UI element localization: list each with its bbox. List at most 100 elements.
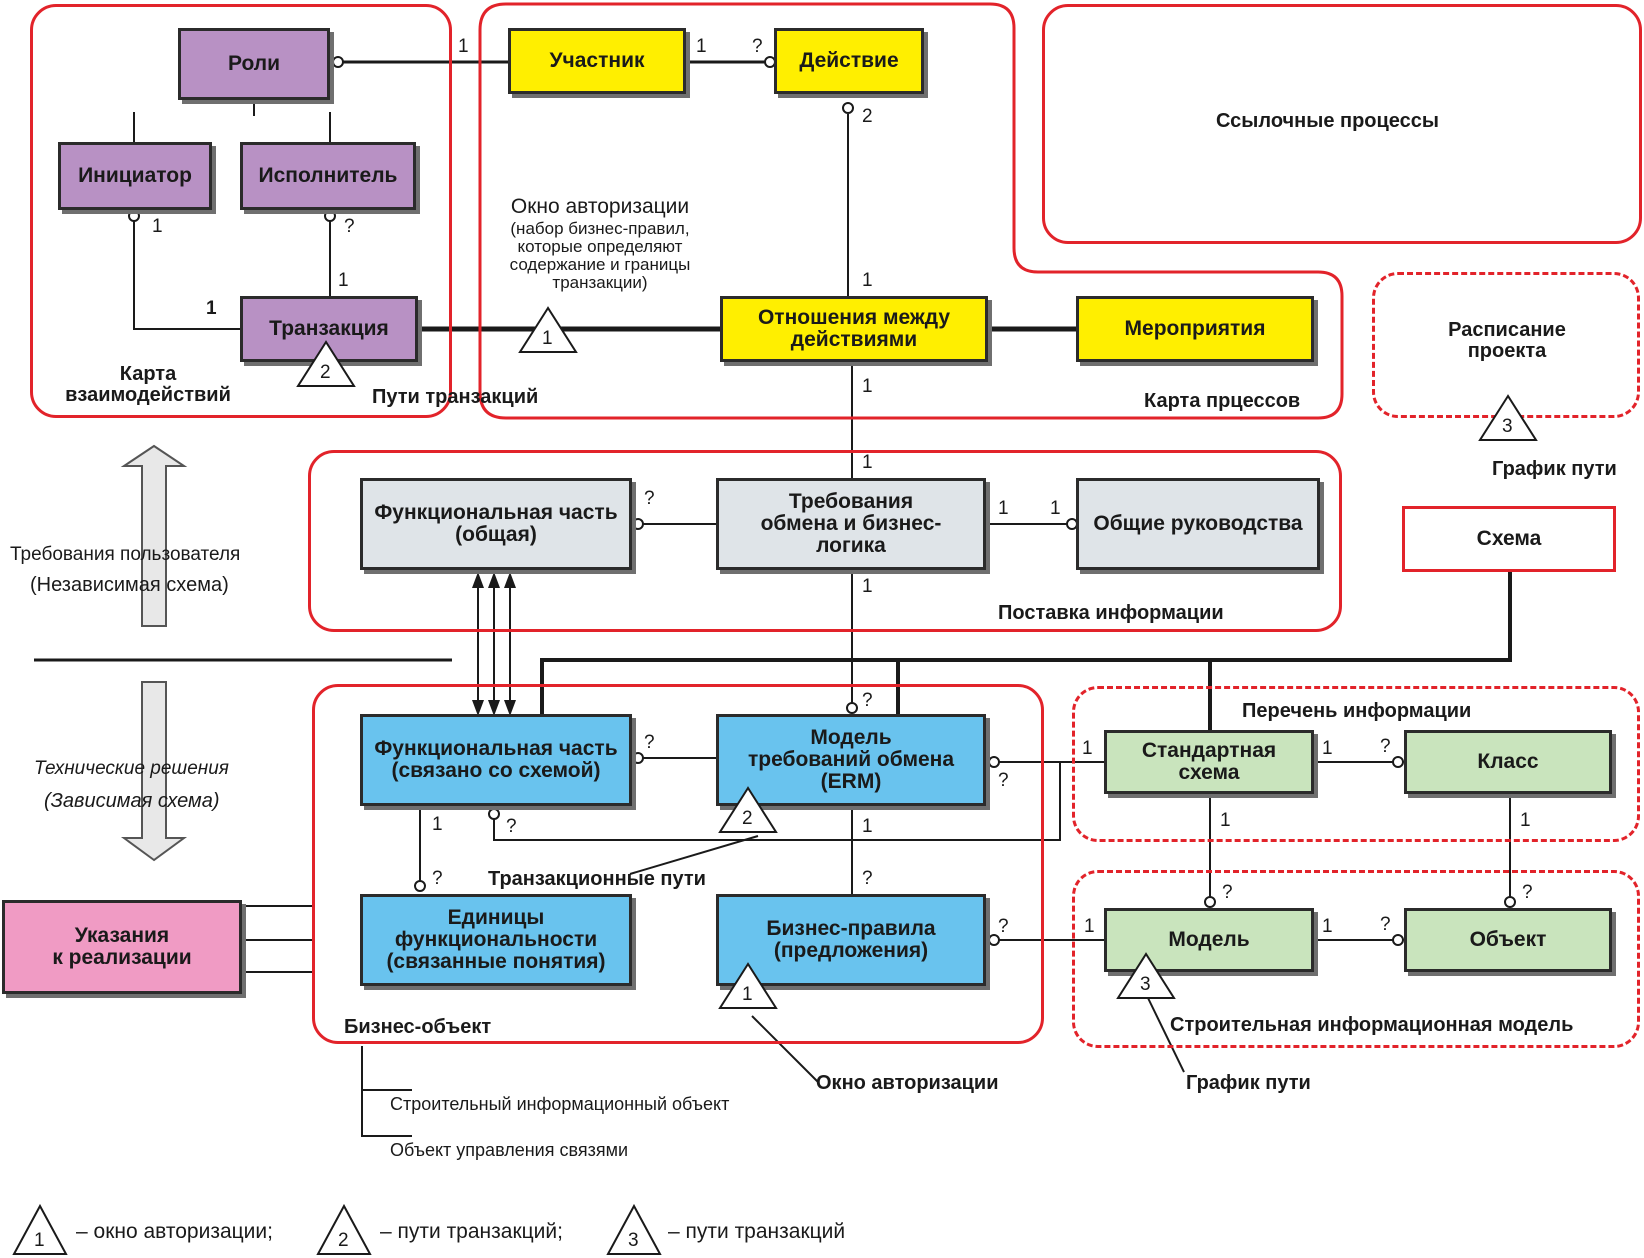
project-schedule-label: Расписание проекта bbox=[1448, 319, 1566, 362]
activities-box[interactable]: Мероприятия bbox=[1076, 296, 1314, 362]
triangle-schedule-top-num: 3 bbox=[1502, 416, 1513, 437]
functional-schema-box[interactable]: Функциональная часть (связано со схемой) bbox=[360, 714, 632, 806]
bim-label: Строительная информационная модель bbox=[1170, 1014, 1574, 1036]
information-supply-label: Поставка информации bbox=[998, 602, 1224, 624]
triangle-rules-num: 1 bbox=[742, 984, 753, 1005]
card-model-right-1: 1 bbox=[1322, 916, 1333, 937]
card-rules-right-q: ? bbox=[998, 916, 1009, 937]
region-information-supply bbox=[308, 450, 1342, 632]
card-units-q: ? bbox=[432, 868, 443, 889]
card-class-q: ? bbox=[1380, 736, 1391, 757]
interaction-map-label: Карта взаимодействий bbox=[65, 363, 231, 406]
standard-schema-box[interactable]: Стандартная схема bbox=[1104, 730, 1314, 794]
card-initiator-1: 1 bbox=[152, 216, 163, 237]
user-requirements-arrow bbox=[120, 444, 188, 627]
card-action-2: 2 bbox=[862, 106, 873, 127]
pointer-path-schedule bbox=[1147, 997, 1185, 1073]
implementation-guidance-box[interactable]: Указания к реализации bbox=[2, 900, 242, 994]
card-functional-general-q: ? bbox=[644, 488, 655, 509]
card-roles-1: 1 bbox=[458, 36, 469, 57]
legend-text-3: – пути транзакций bbox=[668, 1220, 846, 1243]
card-funcschema-bottom-1: 1 bbox=[432, 814, 443, 835]
link-initiator-transaction bbox=[133, 214, 240, 330]
building-info-object-label: Строительный информационный объект bbox=[390, 1094, 730, 1114]
link-management-object-label: Объект управления связями bbox=[390, 1140, 629, 1160]
link-funcschema-loop bbox=[493, 762, 1061, 841]
card-executor-1: 1 bbox=[338, 270, 349, 291]
pointer-transaction-paths bbox=[629, 835, 759, 875]
object-box[interactable]: Объект bbox=[1404, 908, 1612, 972]
region-information-list bbox=[1072, 686, 1640, 842]
executor-box[interactable]: Исполнитель bbox=[240, 142, 416, 210]
user-requirements-label: Требования пользователя bbox=[10, 544, 241, 565]
card-requirements-top-1: 1 bbox=[862, 452, 873, 473]
information-list-label: Перечень информации bbox=[1242, 700, 1472, 722]
functional-general-box[interactable]: Функциональная часть (общая) bbox=[360, 478, 632, 570]
model-box[interactable]: Модель bbox=[1104, 908, 1314, 972]
sync-arrows bbox=[477, 582, 511, 708]
region-process-map bbox=[478, 2, 1344, 420]
legend-num-3: 3 bbox=[628, 1230, 639, 1251]
triangle-auth-top-num: 1 bbox=[542, 328, 553, 349]
card-erm-top-q: ? bbox=[862, 690, 873, 711]
triangle-erm-num: 2 bbox=[742, 808, 753, 829]
participant-box[interactable]: Участник bbox=[508, 28, 686, 94]
card-standard-right-1: 1 bbox=[1322, 738, 1333, 759]
independent-schema-label: (Независимая схема) bbox=[30, 574, 229, 596]
auth-window-top-label: Окно авторизации bbox=[510, 195, 690, 218]
card-executor-q: ? bbox=[344, 216, 355, 237]
card-requirements-bottom-1: 1 bbox=[862, 576, 873, 597]
exchange-requirements-box[interactable]: Требования обмена и бизнес- логика bbox=[716, 478, 986, 570]
path-schedule-bottom-label: График пути bbox=[1186, 1072, 1311, 1094]
card-standard-left-1: 1 bbox=[1082, 738, 1093, 759]
card-relations-top-1: 1 bbox=[862, 270, 873, 291]
action-relations-box[interactable]: Отношения между действиями bbox=[720, 296, 988, 362]
legend-text-1: – окно авторизации; bbox=[76, 1220, 273, 1243]
auth-window-desc-label: (набор бизнес-правил, которые определяют… bbox=[509, 219, 691, 292]
card-loop-q: ? bbox=[506, 816, 517, 837]
card-model-top-q: ? bbox=[1222, 882, 1233, 903]
region-building-information-model bbox=[1072, 870, 1640, 1048]
card-participant-1: 1 bbox=[696, 36, 707, 57]
general-guidelines-box[interactable]: Общие руководства bbox=[1076, 478, 1320, 570]
card-object-q: ? bbox=[1380, 914, 1391, 935]
roles-box[interactable]: Роли bbox=[178, 28, 330, 100]
legend-num-1: 1 bbox=[34, 1230, 45, 1251]
card-funcschema-q: ? bbox=[644, 732, 655, 753]
region-business-object bbox=[312, 684, 1044, 1044]
class-box[interactable]: Класс bbox=[1404, 730, 1612, 794]
triangle-model-num: 3 bbox=[1140, 974, 1151, 995]
card-erm-right-q: ? bbox=[998, 770, 1009, 791]
technical-solutions-label: Технические решения bbox=[34, 758, 229, 779]
triangle-transactions-num: 2 bbox=[320, 362, 331, 383]
auth-window-bottom-label: Окно авторизации bbox=[816, 1072, 999, 1094]
legend-num-2: 2 bbox=[338, 1230, 349, 1251]
region-interaction-map bbox=[30, 4, 452, 418]
reference-processes-label: Ссылочные процессы bbox=[1216, 110, 1439, 132]
card-relations-bottom-1: 1 bbox=[862, 376, 873, 397]
schema-box[interactable]: Схема bbox=[1402, 506, 1616, 572]
transaction-paths-bottom-label: Транзакционные пути bbox=[488, 868, 706, 890]
region-reference-processes bbox=[1042, 4, 1642, 244]
tree-trunk bbox=[361, 1046, 412, 1137]
card-transaction-1: 1 bbox=[206, 298, 217, 319]
card-class-bottom-1: 1 bbox=[1520, 810, 1531, 831]
card-standard-bottom-1: 1 bbox=[1220, 810, 1231, 831]
card-erm-bottom-1: 1 bbox=[862, 816, 873, 837]
card-rules-top-q: ? bbox=[862, 868, 873, 889]
legend-text-2: – пути транзакций; bbox=[380, 1220, 563, 1243]
business-object-label: Бизнес-объект bbox=[344, 1016, 492, 1038]
transaction-paths-label: Пути транзакций bbox=[372, 386, 539, 408]
card-requirements-right-1: 1 bbox=[998, 498, 1009, 519]
initiator-box[interactable]: Инициатор bbox=[58, 142, 212, 210]
pointer-auth-window bbox=[751, 1015, 819, 1083]
business-rules-box[interactable]: Бизнес-правила (предложения) bbox=[716, 894, 986, 986]
path-schedule-top-label: График пути bbox=[1492, 458, 1617, 480]
functional-units-box[interactable]: Единицы функциональности (связанные поня… bbox=[360, 894, 632, 986]
schema-bus bbox=[540, 572, 1512, 714]
exchange-model-box[interactable]: Модель требований обмена (ERM) bbox=[716, 714, 986, 806]
action-box[interactable]: Действие bbox=[774, 28, 924, 94]
transaction-box[interactable]: Транзакция bbox=[240, 296, 418, 362]
